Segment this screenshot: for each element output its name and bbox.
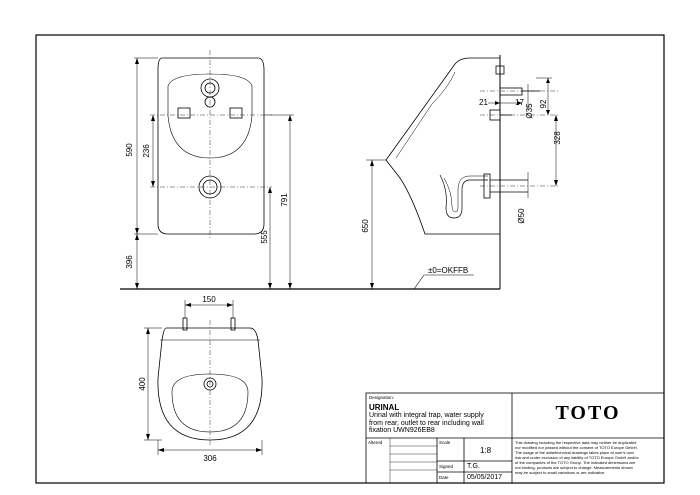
side-view-centerlines — [480, 90, 560, 187]
dim-328-label: 328 — [553, 131, 562, 145]
description-line-3: fixation UWN926EB8 — [369, 427, 435, 435]
side-view-bowl-inner — [395, 71, 456, 159]
altered-label: Altered — [368, 440, 383, 445]
front-view-fixing-left — [177, 107, 191, 119]
side-view — [385, 55, 540, 289]
drawing-frame — [35, 34, 665, 484]
date-value: 05/05/2017 — [467, 474, 503, 481]
side-view-arrows — [370, 78, 558, 289]
dim-650-label: 650 — [361, 219, 370, 233]
product-name: URINAL — [369, 403, 400, 412]
dim-dia35-label: Ø35 — [525, 103, 534, 119]
dim-396-label: 396 — [125, 255, 134, 269]
product-description: Urinal with integral trap, water supply … — [369, 412, 511, 435]
dim-21-label: 21 — [479, 98, 488, 107]
disclaimer-line-4: risk and under exclusion of any liabilit… — [515, 455, 639, 460]
disclaimer-line-2: nor modified nor passed without the cons… — [515, 445, 638, 450]
disclaimer-line-1: This drawing including the respective da… — [515, 440, 637, 445]
top-view-bowl — [171, 373, 249, 433]
dim-590-label: 590 — [125, 143, 134, 157]
date-label: Date — [439, 475, 449, 480]
dim-17-label: 17 — [515, 98, 524, 107]
front-view-body — [157, 57, 265, 235]
front-view — [157, 57, 265, 235]
side-view-body — [385, 57, 500, 235]
floor-reference — [413, 274, 474, 290]
description-line-2: from rear, outlet to rear including wall — [369, 419, 484, 427]
dim-791-label: 791 — [280, 193, 289, 207]
front-view-arrows — [135, 58, 292, 289]
top-view-body — [157, 327, 263, 441]
dim-dia50-label: Ø50 — [517, 208, 526, 224]
side-view-trap-inner — [443, 175, 488, 213]
disclaimer-line-7: may be subject to small variations or ar… — [515, 470, 606, 475]
signed-label: Signed — [439, 464, 454, 469]
dim-306-label: 306 — [203, 454, 217, 463]
top-view-arrows — [146, 303, 262, 452]
scale-label: Scale — [439, 440, 451, 445]
front-view-bowl — [167, 73, 253, 159]
dim-400-label: 400 — [138, 377, 147, 391]
disclaimer-line-5: of the companies of the TOTO Group. The … — [515, 460, 636, 465]
dim-555-label: 555 — [260, 230, 269, 244]
dim-236-label: 236 — [142, 144, 151, 158]
side-view-trap — [439, 174, 488, 219]
signed-value: T.G. — [467, 463, 480, 470]
disclaimer-line-6: not binding, products are subject to cha… — [515, 465, 633, 470]
disclaimer: This drawing including the respective da… — [515, 440, 662, 475]
front-view-dimension-lines — [134, 57, 294, 289]
dim-150-label: 150 — [202, 295, 216, 304]
top-view-dimension-lines — [144, 300, 263, 455]
brand-logo: TOTO — [555, 402, 621, 424]
description-line-1: Urinal with integral trap, water supply — [369, 412, 484, 419]
designation-label: Designation: — [369, 395, 395, 400]
front-view-fixing-right — [229, 107, 243, 119]
disclaimer-line-3: The usage of the data/technical drawings… — [515, 450, 634, 455]
title-block-grid — [365, 392, 665, 484]
scale-value: 1:8 — [480, 446, 492, 455]
floor-reference-label: ±0=OKFFB — [428, 266, 468, 275]
dim-92-label: 92 — [539, 99, 548, 108]
side-view-supply-connector — [499, 87, 523, 96]
front-view-centerlines — [150, 50, 272, 240]
